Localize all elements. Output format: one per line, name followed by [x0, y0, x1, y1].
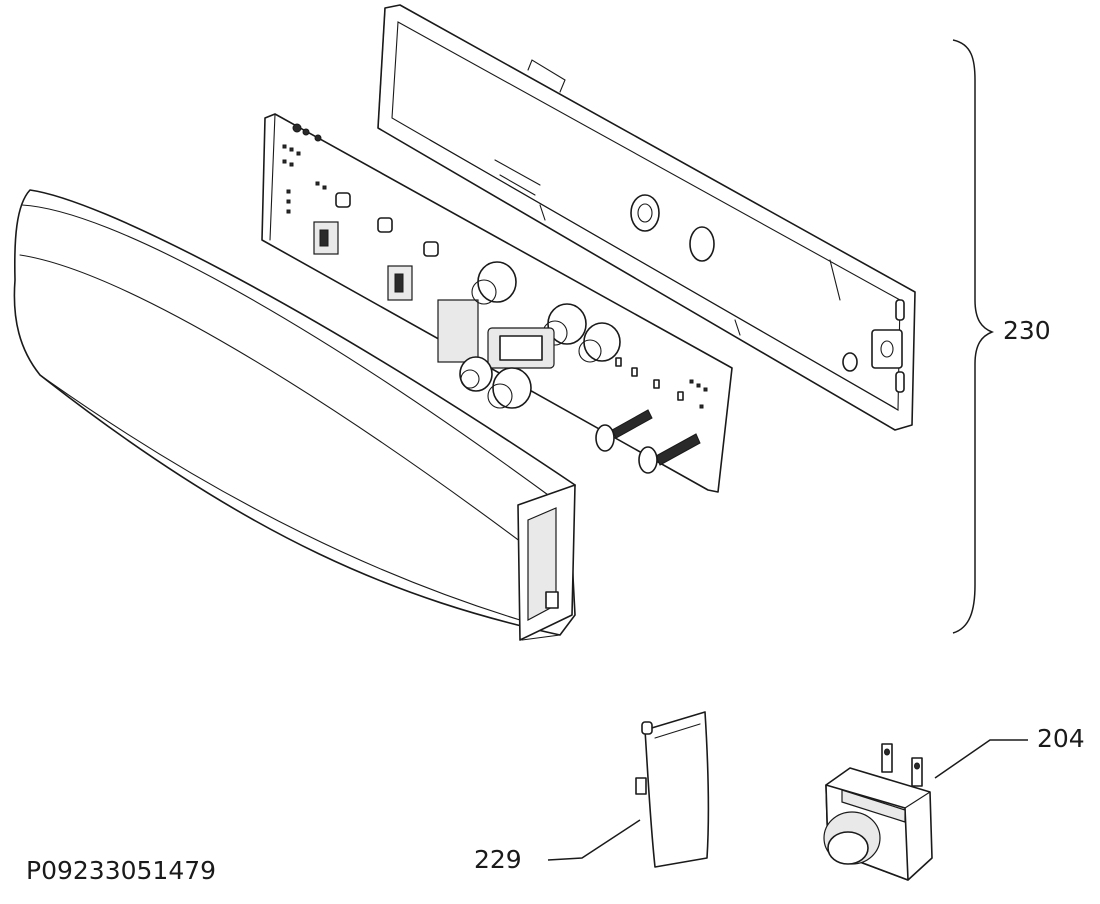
screw-2: [638, 433, 701, 474]
pcb-pins: [282, 144, 708, 409]
leader-229: [547, 819, 641, 861]
back-frame: [377, 4, 916, 431]
switch-part: [823, 743, 933, 881]
callout-label-230: 230: [1003, 316, 1051, 345]
button-cap-part: [635, 711, 710, 868]
pcb-board: [261, 113, 733, 493]
callout-label-204: 204: [1037, 724, 1085, 753]
screw-1: [595, 409, 653, 452]
front-panel-cover: [13, 189, 576, 641]
capacitor-group: [437, 261, 621, 409]
callout-label-229: 229: [474, 845, 522, 874]
leader-204: [934, 739, 1028, 779]
diagram-reference-code: P09233051479: [26, 856, 217, 885]
assembly-brace: [952, 39, 995, 634]
